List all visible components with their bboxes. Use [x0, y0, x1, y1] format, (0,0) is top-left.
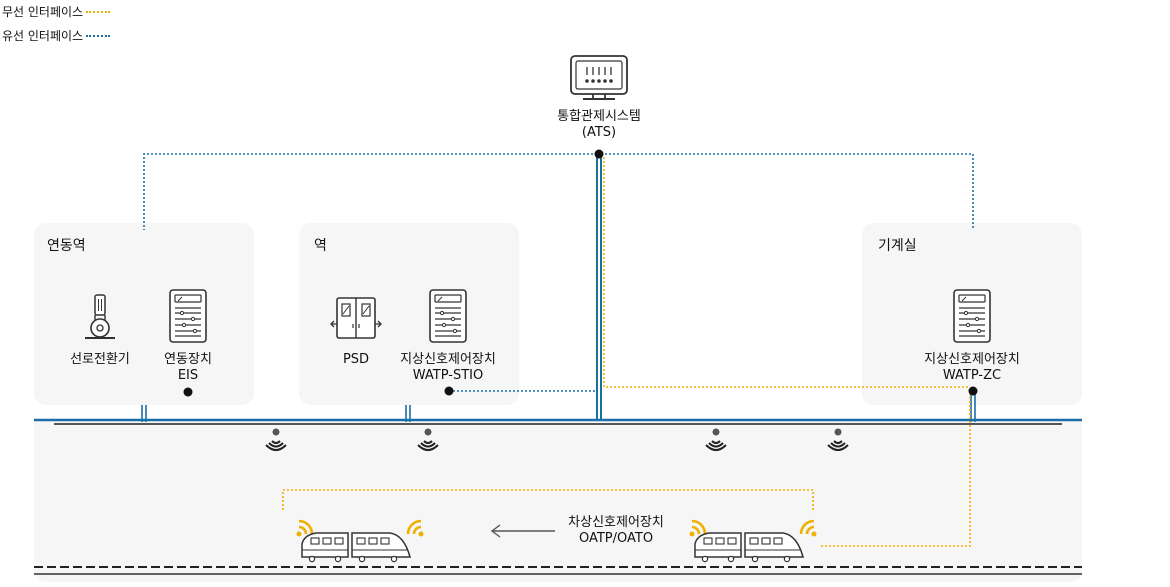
machine-room-title: 기계실 [878, 238, 917, 254]
legend-wired-line [86, 34, 111, 37]
train-icon-2 [694, 532, 804, 563]
wireless-link-train-pair [282, 489, 814, 510]
point-machine-icon [85, 294, 115, 339]
eis-node [183, 387, 193, 397]
legend-wireless-line [86, 10, 111, 13]
ats-monitor-icon [570, 55, 628, 100]
stio-name: 지상신호제어장치 [400, 352, 496, 367]
interlocking-station-panel [34, 223, 254, 405]
balise-icon-4 [827, 427, 849, 451]
stio-label: 지상신호제어장치 WATP-STIO [400, 352, 496, 384]
legend-wired-label: 유선 인터페이스 [2, 29, 84, 43]
stio-node [444, 386, 454, 396]
psd-label: PSD [342, 352, 370, 367]
legend-wireless-label: 무선 인터페이스 [2, 5, 84, 19]
balise-icon-1 [265, 427, 287, 451]
zc-code: WATP-ZC [942, 368, 1002, 383]
track-area-panel [34, 420, 1082, 582]
ats-name: 통합관제시스템 [557, 109, 641, 124]
balise-icon-3 [705, 427, 727, 451]
stio-cabinet-icon [429, 289, 467, 343]
onboard-name: 차상신호제어장치 [568, 515, 664, 530]
wired-backbone [34, 154, 1082, 422]
train-icon-1 [301, 532, 411, 563]
point-machine-label: 선로전환기 [70, 352, 130, 367]
balise-icon-2 [417, 427, 439, 451]
station-title: 역 [314, 238, 327, 254]
ats-node [594, 149, 604, 159]
zc-label: 지상신호제어장치 WATP-ZC [924, 352, 1020, 384]
zc-cabinet-icon [953, 289, 991, 343]
wifi-icon-2 [406, 519, 425, 538]
direction-arrow-icon [490, 524, 555, 538]
interlocking-station-title: 연동역 [47, 238, 86, 254]
onboard-code: OATP/OATO [578, 531, 654, 546]
zc-node [968, 386, 978, 396]
wireless-link-ats-to-zc [603, 157, 970, 388]
eis-label: 연동장치 EIS [164, 352, 212, 384]
wifi-icon-4 [799, 519, 818, 538]
legend-wired: 유선 인터페이스 [2, 27, 111, 44]
eis-cabinet-icon [169, 289, 207, 343]
stio-code: WATP-STIO [412, 368, 484, 383]
wireless-network-links [282, 157, 971, 547]
zc-name: 지상신호제어장치 [924, 352, 1020, 367]
wired-link-ats-to-machine-room [601, 153, 974, 230]
psd-icon [330, 297, 382, 339]
station-panel [299, 223, 519, 405]
eis-code: EIS [177, 368, 199, 383]
ats-label: 통합관제시스템 (ATS) [557, 109, 641, 141]
wired-link-ats-to-interlocking [143, 153, 597, 230]
ats-code: (ATS) [581, 125, 617, 140]
wireless-link-zc-to-train [820, 393, 971, 547]
wired-network-links [143, 153, 974, 392]
legend-wireless: 무선 인터페이스 [2, 3, 111, 20]
onboard-label: 차상신호제어장치 OATP/OATO [568, 515, 664, 547]
eis-name: 연동장치 [164, 352, 212, 367]
